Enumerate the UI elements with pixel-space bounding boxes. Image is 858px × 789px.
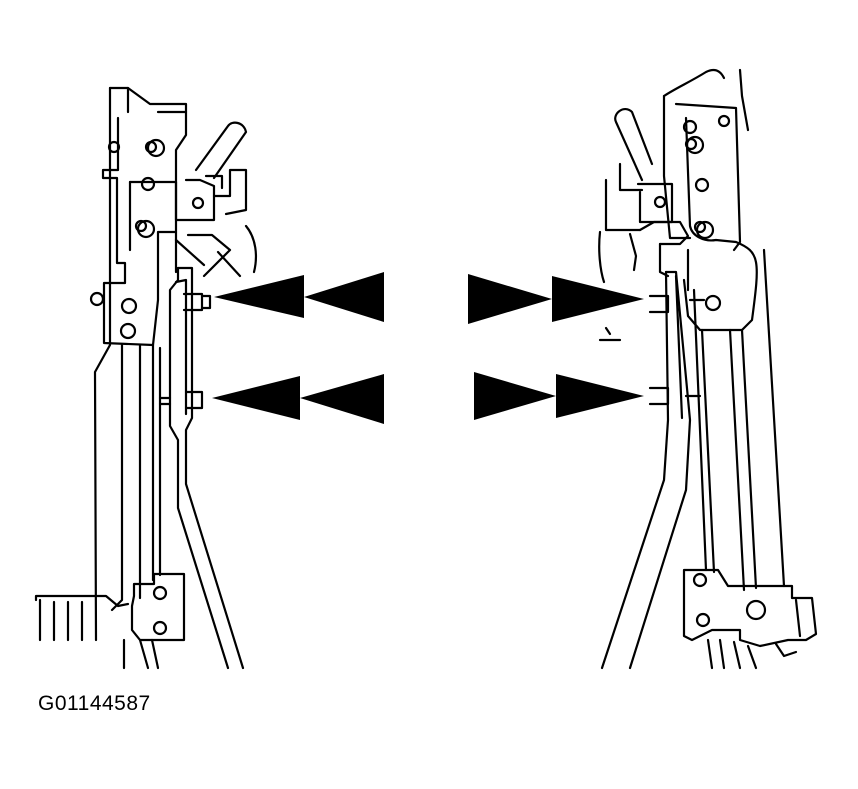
right-lower-arrow [474, 372, 644, 420]
right-seat-track [598, 68, 818, 670]
right-upper-arrow [468, 274, 644, 324]
figure-id-label: G01144587 [38, 692, 151, 715]
left-lower-arrow [212, 374, 384, 424]
left-seat-track [34, 86, 257, 670]
left-upper-arrow [214, 272, 384, 322]
